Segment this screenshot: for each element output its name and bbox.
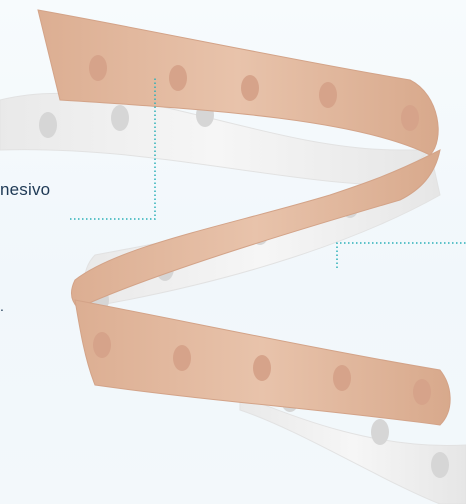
skin-hole bbox=[333, 365, 351, 391]
skin-hole bbox=[89, 55, 107, 81]
skin-hole bbox=[253, 355, 271, 381]
leader-line-right bbox=[337, 243, 466, 268]
backing-hole bbox=[39, 112, 57, 138]
skin-hole bbox=[173, 345, 191, 371]
skin-hole bbox=[401, 105, 419, 131]
skin-hole bbox=[93, 332, 111, 358]
backing-hole bbox=[431, 452, 449, 478]
skin-hole bbox=[241, 75, 259, 101]
callout-mark: . bbox=[0, 298, 4, 314]
backing-hole bbox=[371, 419, 389, 445]
backing-hole bbox=[111, 105, 129, 131]
callout-label-adhesive: nesivo bbox=[0, 180, 50, 200]
skin-hole bbox=[413, 379, 431, 405]
skin-hole bbox=[169, 65, 187, 91]
skin-hole bbox=[319, 82, 337, 108]
